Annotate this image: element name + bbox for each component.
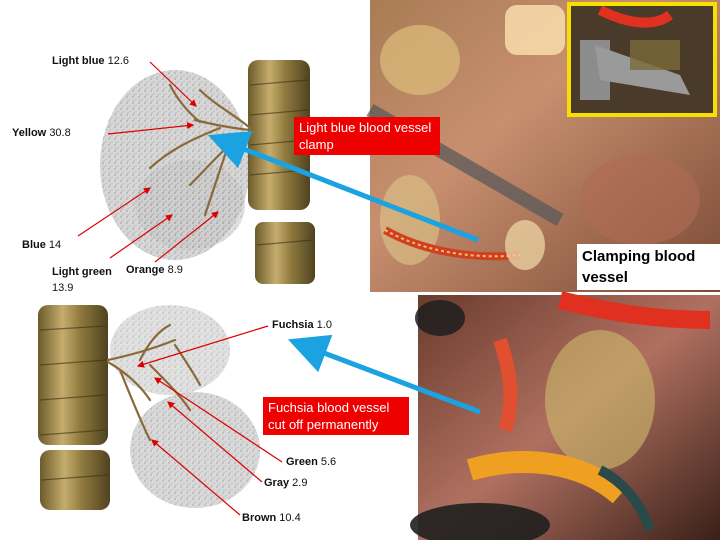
vessel-value: 13.9 xyxy=(52,282,74,294)
vessel-value: 10.4 xyxy=(279,512,301,524)
blue-arrow-cutoff xyxy=(287,334,481,415)
pointer-lines-top xyxy=(77,61,219,263)
vessel-value: 14 xyxy=(48,239,62,251)
vessel-label-green: Green 5.6 xyxy=(286,456,336,468)
vessel-name: Gray xyxy=(264,477,290,489)
vessel-label-yellow: Yellow 30.8 xyxy=(12,127,71,139)
vessel-value: 2.9 xyxy=(292,477,308,489)
kidney-render-bottom xyxy=(38,305,260,510)
kidney-render-top xyxy=(100,60,315,284)
vessel-label-gray: Gray 2.9 xyxy=(264,477,307,489)
callout-clamp: Light blue blood vessel clamp xyxy=(294,117,440,155)
surgical-photo-cutoff xyxy=(410,291,720,540)
vessel-value: 8.9 xyxy=(167,264,183,276)
vessel-label-light-green: Light green 13.9 xyxy=(52,264,112,296)
vessel-label-blue: Blue 14 xyxy=(22,239,61,251)
vessel-label-orange: Orange 8.9 xyxy=(126,264,183,276)
callout-cutoff: Fuchsia blood vessel cut off permanently xyxy=(263,397,409,435)
vessel-name: Light blue xyxy=(52,55,105,67)
vessel-name: Brown xyxy=(242,512,277,524)
vessel-label-light-blue: Light blue 12.6 xyxy=(52,55,129,67)
vessel-value: 12.6 xyxy=(107,55,130,67)
vessel-name: Orange xyxy=(126,264,165,276)
vessel-value: 5.6 xyxy=(320,456,337,468)
vessel-value: 30.8 xyxy=(49,127,71,139)
photo-caption-clamping: Clamping blood vessel xyxy=(577,244,720,290)
pointer-lines-bottom xyxy=(136,325,283,516)
clamp-closeup-inset xyxy=(567,2,717,117)
vessel-name: Light green xyxy=(52,266,112,278)
vessel-name: Green xyxy=(286,456,318,468)
blue-arrow-clamp xyxy=(208,130,479,243)
vessel-label-fuchsia: Fuchsia 1.0 xyxy=(272,319,332,331)
vessel-name: Fuchsia xyxy=(272,319,314,331)
vessel-name: Yellow xyxy=(12,127,47,139)
vessel-value: 1.0 xyxy=(316,319,332,331)
vessel-label-brown: Brown 10.4 xyxy=(242,512,301,524)
vessel-name: Blue xyxy=(22,239,46,251)
